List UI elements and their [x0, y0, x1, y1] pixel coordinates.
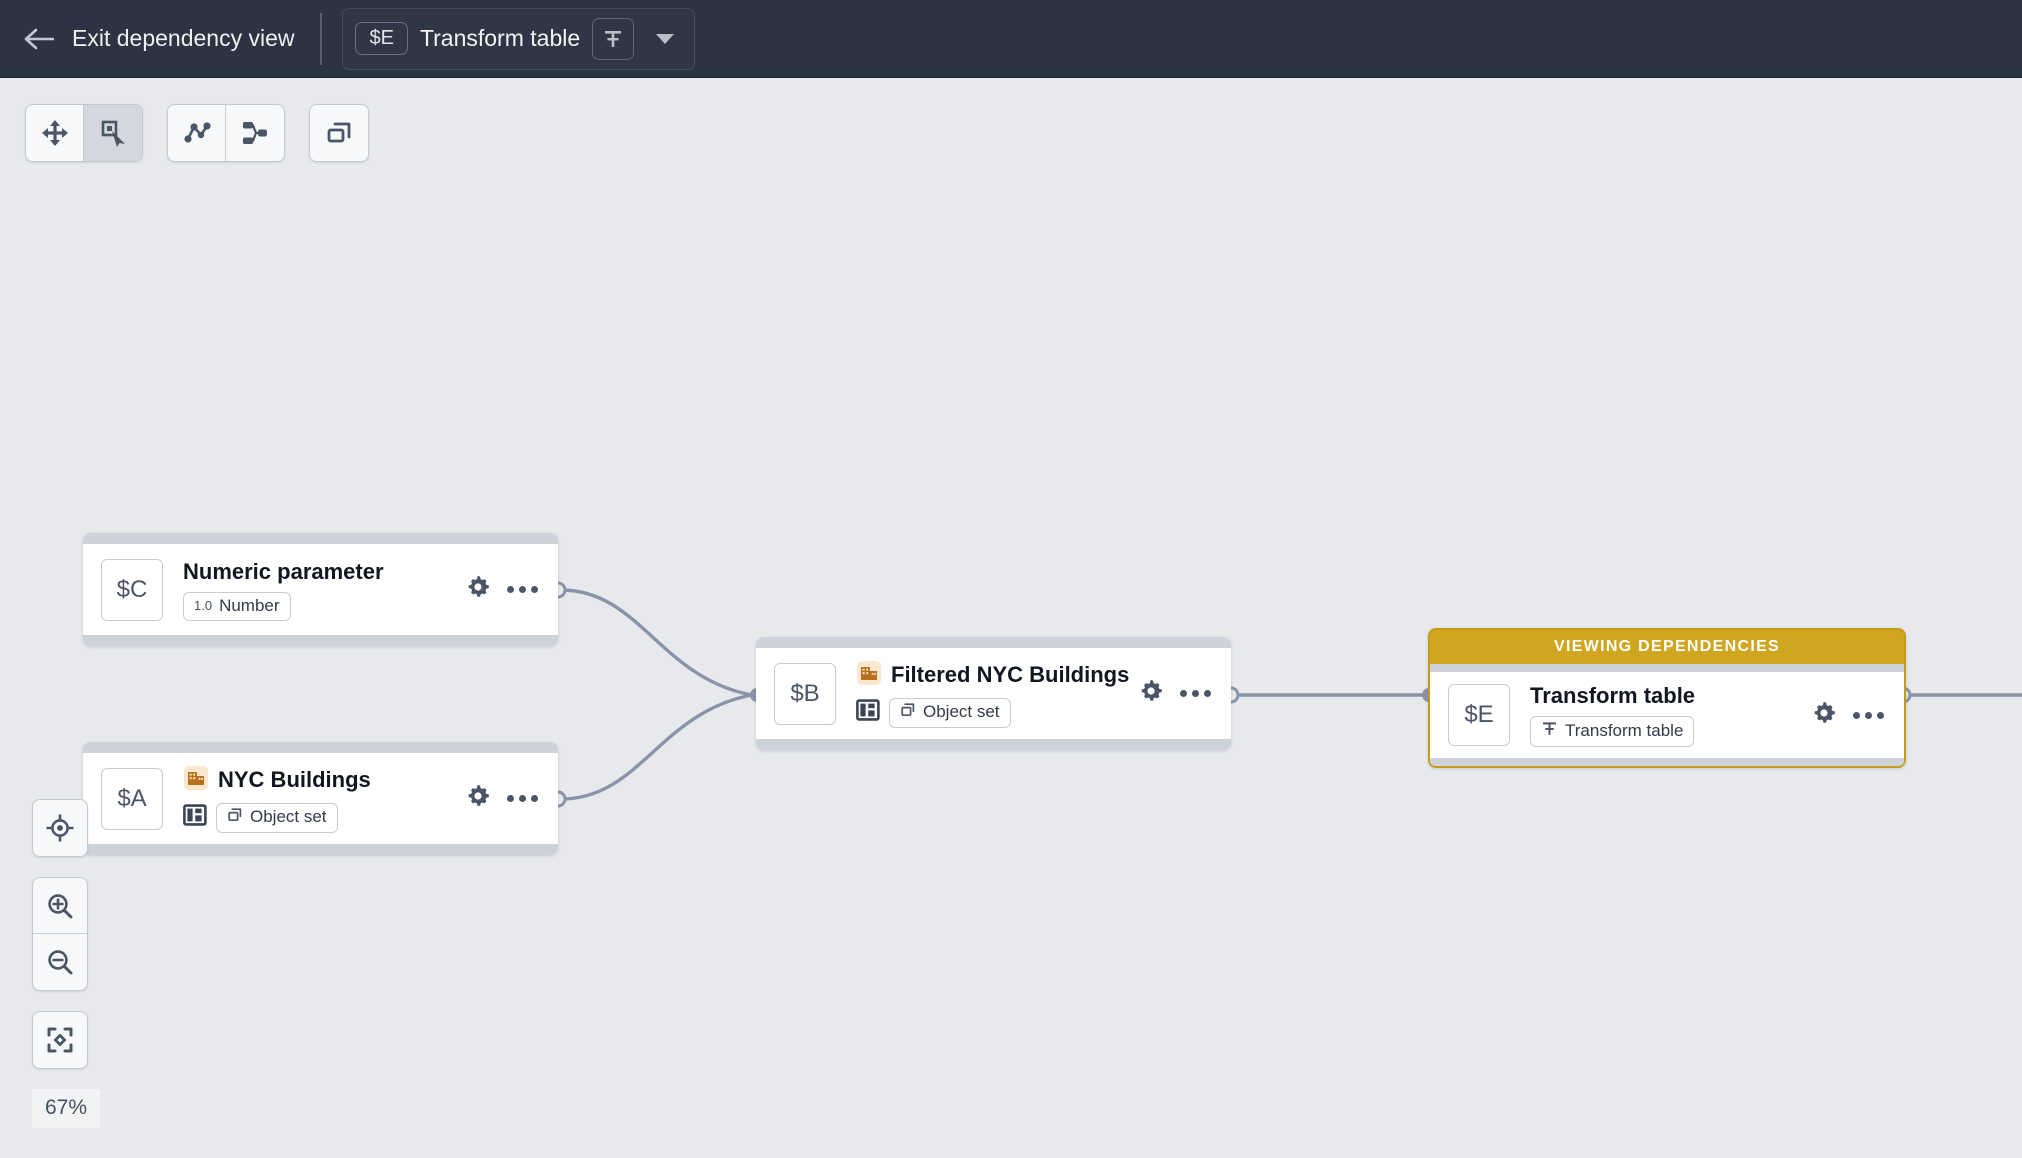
pill-label: Transform table — [1565, 721, 1684, 740]
pill-label: Object set — [923, 702, 1000, 721]
chevron-down-icon[interactable] — [646, 18, 684, 60]
transform-table-icon — [1541, 720, 1558, 742]
crosshair-target-icon[interactable] — [33, 800, 87, 856]
node-type-pill: Object set — [216, 802, 338, 833]
hierarchy-layout-button[interactable] — [226, 105, 284, 161]
tool-group-selection — [25, 104, 143, 162]
node-ref-badge: $C — [101, 558, 163, 621]
node-numeric-parameter[interactable]: $C Numeric parameter 1.0 Number — [83, 533, 558, 646]
duplicate-layers-button[interactable] — [310, 105, 368, 161]
fit-to-screen-icon[interactable] — [33, 1012, 87, 1068]
arrow-left-icon[interactable] — [22, 22, 56, 56]
viewing-dependencies-banner: VIEWING DEPENDENCIES — [1553, 638, 1781, 655]
document-title: Transform table — [419, 25, 581, 51]
node-type-pill: Transform table — [1530, 716, 1695, 747]
node-title: Numeric parameter — [183, 558, 384, 584]
canvas-toolbar — [25, 104, 369, 162]
exit-dependency-view-label[interactable]: Exit dependency view — [72, 25, 295, 51]
copy-icon — [900, 702, 916, 723]
node-title: Transform table — [1530, 683, 1696, 708]
zoom-inout-box — [32, 877, 88, 991]
node-title: Filtered NYC Buildings — [891, 662, 1130, 687]
top-bar: Exit dependency view $E Transform table — [0, 0, 2022, 78]
document-title-group: $E Transform table — [342, 7, 696, 70]
gear-icon[interactable] — [1138, 678, 1164, 709]
more-dots-icon[interactable] — [1180, 690, 1211, 697]
more-dots-icon[interactable] — [1853, 711, 1884, 719]
zoom-controls: 67% — [32, 799, 101, 1128]
document-ref-chip: $E — [355, 22, 408, 55]
dependency-graph-canvas[interactable]: $C Numeric parameter 1.0 Number — [0, 78, 2022, 1158]
pill-number: 1.0 — [194, 598, 213, 613]
node-filtered-nyc-buildings[interactable]: $B — [756, 637, 1231, 750]
node-ref-badge: $E — [1448, 684, 1510, 746]
node-shell: $E Transform table — [1430, 664, 1904, 766]
pan-tool-button[interactable] — [26, 105, 84, 161]
columns-table-icon — [856, 698, 880, 727]
more-dots-icon[interactable] — [507, 586, 538, 593]
gear-icon[interactable] — [465, 574, 491, 605]
building-icon — [856, 660, 882, 691]
zoom-in-icon[interactable] — [33, 878, 87, 934]
node-nyc-buildings[interactable]: $A — [83, 742, 558, 855]
pill-label: Number — [219, 595, 280, 615]
fit-control-box — [32, 1011, 88, 1069]
pill-label: Object set — [250, 807, 327, 826]
gear-icon[interactable] — [465, 783, 491, 814]
node-transform-table[interactable]: VIEWING DEPENDENCIES $E Transform table — [1428, 628, 1906, 768]
transform-table-icon[interactable] — [592, 17, 635, 60]
node-type-pill: Object set — [889, 697, 1011, 728]
center-control-box — [32, 799, 88, 857]
select-tool-button[interactable] — [84, 105, 142, 161]
tool-group-layout — [167, 104, 285, 162]
zoom-level-label: 67% — [32, 1089, 101, 1128]
node-type-pill: 1.0 Number — [183, 591, 291, 621]
zoom-out-icon[interactable] — [33, 934, 87, 990]
node-ref-badge: $A — [101, 767, 163, 830]
more-dots-icon[interactable] — [507, 795, 538, 802]
node-ref-badge: $B — [774, 662, 836, 725]
gear-icon[interactable] — [1811, 700, 1837, 731]
columns-table-icon — [183, 803, 207, 832]
node-title: NYC Buildings — [218, 767, 371, 792]
toolbar-divider — [320, 12, 323, 65]
building-icon — [183, 765, 209, 796]
tool-group-layers — [309, 104, 369, 162]
copy-icon — [227, 807, 243, 828]
force-layout-button[interactable] — [168, 105, 226, 161]
